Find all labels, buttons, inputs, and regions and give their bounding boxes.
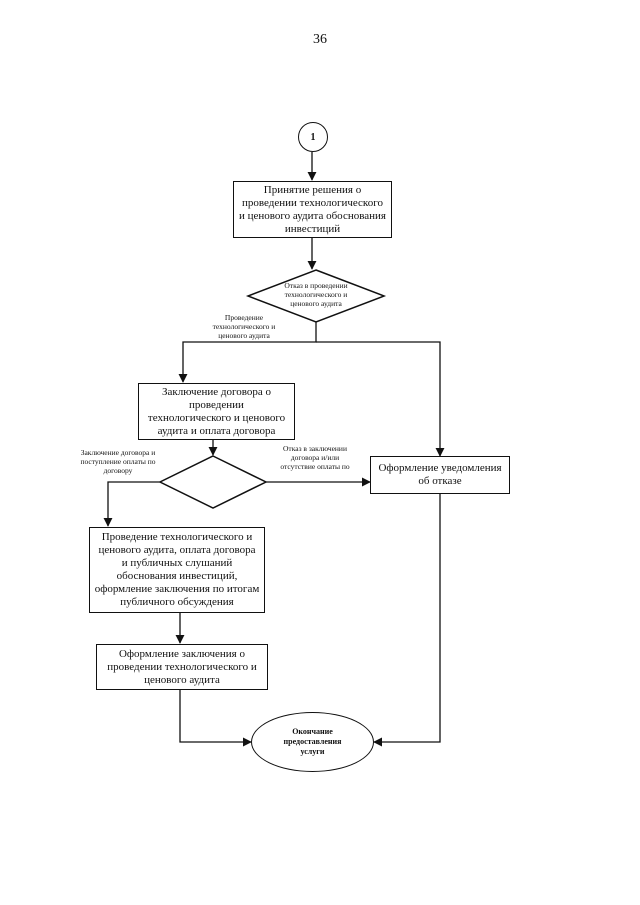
step-refusal-text: Оформление уведомления об отказе xyxy=(378,462,502,487)
label-audit-branch: Проведение технологического и ценового а… xyxy=(212,313,276,340)
end-terminator: Окончание предоставления услуги xyxy=(251,712,374,772)
step-refusal-box: Оформление уведомления об отказе xyxy=(370,456,510,494)
line-refusal-to-end xyxy=(373,494,441,747)
step-decision-box: Принятие решения о проведении технологич… xyxy=(233,181,392,238)
decision-diamond-2 xyxy=(158,455,268,509)
step-conclusion-box: Оформление заключения о проведении техно… xyxy=(96,644,268,690)
label-contract-ok: Заключение договора и поступление оплаты… xyxy=(80,448,156,475)
step-contract-box: Заключение договора о проведении техноло… xyxy=(138,383,295,440)
step-conclusion-text: Оформление заключения о проведении техно… xyxy=(107,647,257,686)
start-connector: 1 xyxy=(298,122,328,152)
end-text: Окончание предоставления услуги xyxy=(283,727,342,756)
label-contract-refuse: Отказ в заключении договора и/или отсутс… xyxy=(280,444,350,471)
line-diamond2-to-audit xyxy=(103,481,160,527)
step-audit-box: Проведение технологического и ценового а… xyxy=(89,527,265,613)
page-number: 36 xyxy=(313,32,327,47)
decision1-text: Отказ в проведении технологического и це… xyxy=(284,281,348,308)
line-diamond1-split xyxy=(178,322,317,383)
line-diamond1-refuse xyxy=(316,341,445,457)
line-conclusion-to-end xyxy=(179,690,252,747)
step-decision-text: Принятие решения о проведении технологич… xyxy=(239,183,386,235)
start-connector-number: 1 xyxy=(310,131,316,143)
step-contract-text: Заключение договора о проведении техноло… xyxy=(147,385,286,437)
step-audit-text: Проведение технологического и ценового а… xyxy=(94,531,260,608)
